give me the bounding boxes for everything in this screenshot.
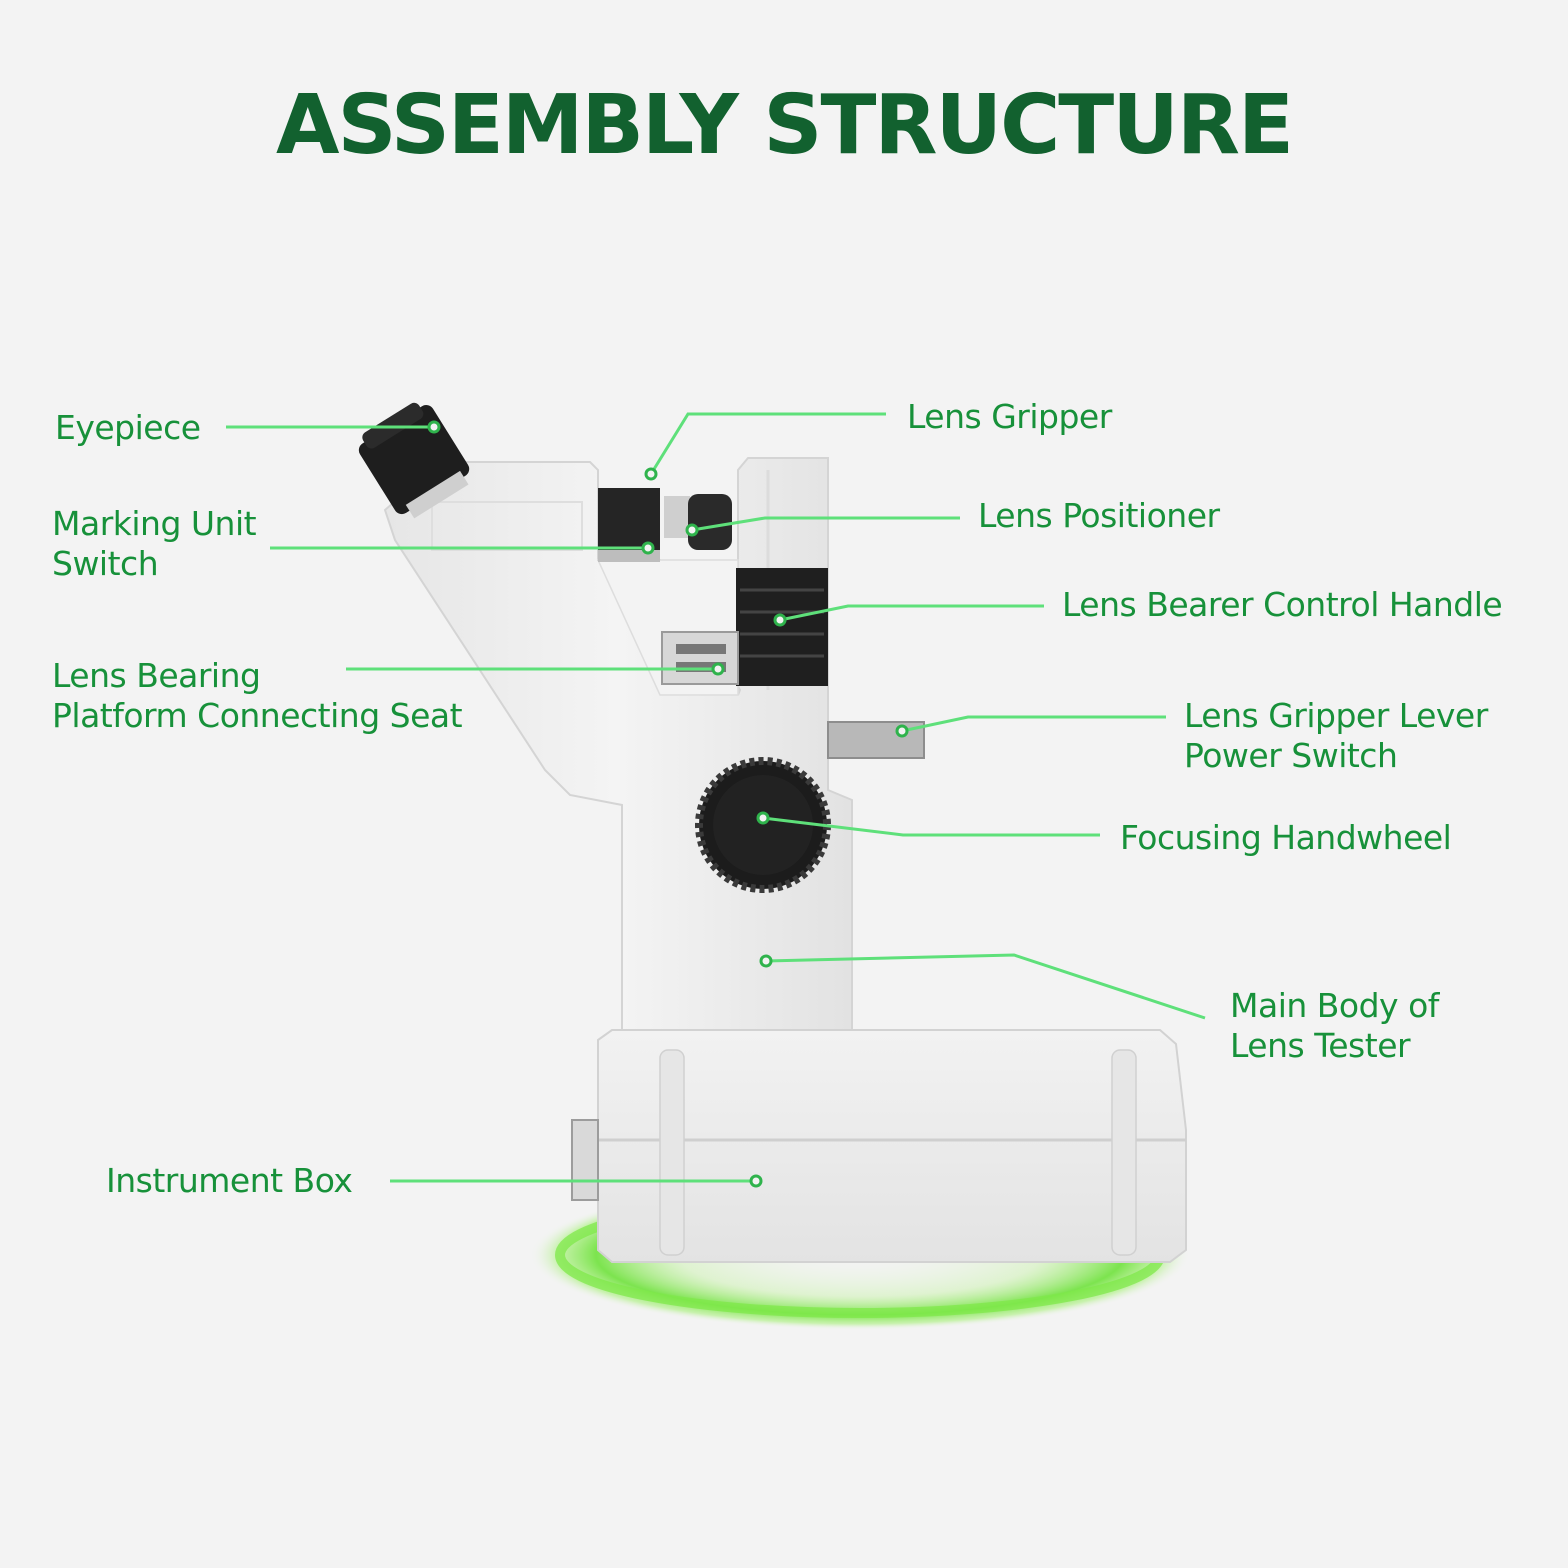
- leader-lines: [226, 412, 1206, 1183]
- label-lens-bearer-text: Lens Bearer Control Handle: [1062, 585, 1503, 624]
- lens-bearing-seat-part: [661, 631, 739, 685]
- point-marking-unit: [641, 541, 655, 555]
- point-main-body: [759, 954, 773, 968]
- point-lens-gripper: [644, 467, 658, 481]
- leader-focusing: [762, 816, 1100, 837]
- point-lens-bearer: [773, 613, 787, 627]
- label-gripper-lever-power-switch: Lens Gripper Lever Power Switch: [1184, 696, 1488, 776]
- label-main-body-line1: Main Body of: [1230, 986, 1439, 1025]
- leader-gripper-lever: [901, 715, 1166, 733]
- leader-lens-gripper: [649, 412, 886, 475]
- point-lens-bearing: [711, 662, 725, 676]
- label-eyepiece: Eyepiece: [55, 408, 201, 448]
- label-instrument-box: Instrument Box: [106, 1161, 353, 1201]
- label-lens-bearing-line2: Platform Connecting Seat: [52, 696, 463, 735]
- label-main-body-line2: Lens Tester: [1230, 1026, 1411, 1065]
- label-lens-bearer-control-handle: Lens Bearer Control Handle: [1062, 585, 1503, 625]
- leader-lens-bearer: [779, 604, 1044, 622]
- point-focusing: [756, 811, 770, 825]
- label-eyepiece-text: Eyepiece: [55, 408, 201, 447]
- label-focusing-handwheel: Focusing Handwheel: [1120, 818, 1452, 858]
- label-focusing-text: Focusing Handwheel: [1120, 818, 1452, 857]
- label-marking-unit-switch: Marking Unit Switch: [52, 504, 257, 584]
- point-gripper-lever: [895, 724, 909, 738]
- lens-bearer-handle-part: [736, 568, 828, 686]
- leader-lens-positioner: [691, 516, 960, 532]
- gripper-lever-part: [827, 721, 925, 759]
- label-instrument-box-text: Instrument Box: [106, 1161, 353, 1200]
- label-marking-unit-line2: Switch: [52, 544, 159, 583]
- label-lens-positioner: Lens Positioner: [978, 496, 1220, 536]
- point-lens-positioner: [685, 523, 699, 537]
- point-eyepiece: [427, 420, 441, 434]
- label-lens-gripper-text: Lens Gripper: [907, 397, 1112, 436]
- point-instrument-box: [749, 1174, 763, 1188]
- label-lens-bearing-seat: Lens Bearing Platform Connecting Seat: [52, 656, 463, 736]
- label-gripper-lever-line2: Power Switch: [1184, 736, 1398, 775]
- label-lens-bearing-line1: Lens Bearing: [52, 656, 261, 695]
- instrument-box-part: [597, 1029, 1187, 1263]
- label-lens-gripper: Lens Gripper: [907, 397, 1112, 437]
- label-main-body: Main Body of Lens Tester: [1230, 986, 1439, 1066]
- label-marking-unit-line1: Marking Unit: [52, 504, 257, 543]
- label-gripper-lever-line1: Lens Gripper Lever: [1184, 696, 1488, 735]
- label-lens-positioner-text: Lens Positioner: [978, 496, 1220, 535]
- page-title: ASSEMBLY STRUCTURE: [276, 78, 1294, 173]
- leader-main-body: [765, 953, 1206, 1020]
